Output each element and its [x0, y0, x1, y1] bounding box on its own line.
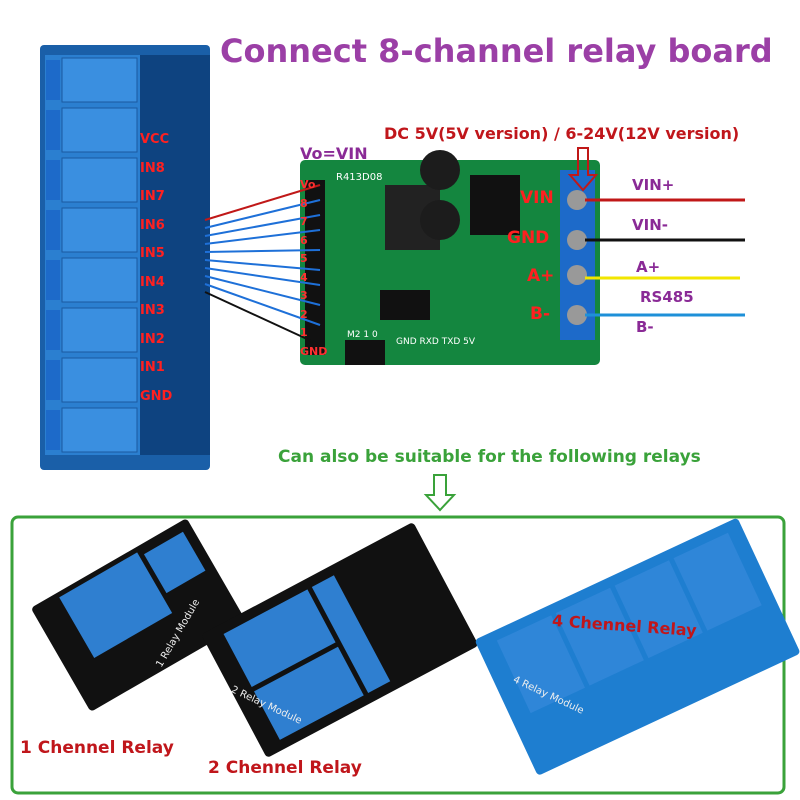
relay-terminal [46, 410, 60, 450]
header-pin: 1 [300, 326, 308, 339]
relay-terminal [46, 210, 60, 250]
signal-wires [204, 184, 321, 346]
suitable-text: Can also be suitable for the following r… [278, 447, 701, 467]
header-pin: 8 [300, 196, 308, 210]
relay-terminal [46, 60, 60, 100]
header-pin: Vo [300, 178, 316, 191]
relay-terminal [46, 160, 60, 200]
pin-gnd: GND [140, 388, 173, 404]
terminal-b: B- [530, 304, 551, 324]
vo-label: Vo=VIN [300, 144, 368, 163]
four-channel-relay-image [475, 518, 800, 775]
relay-pin-labels: VCC IN8 IN7 IN6 IN5 IN4 IN3 IN2 IN1 GND [140, 126, 172, 411]
power-arrow-icon [567, 147, 599, 192]
relay-body [61, 207, 138, 253]
relay-body [61, 307, 138, 353]
terminal-vin: VIN [520, 188, 554, 208]
pin-in4: IN4 [140, 274, 165, 290]
header-pin: 6 [300, 233, 308, 247]
relay-terminal [46, 360, 60, 400]
board-model: R413D08 [336, 172, 383, 183]
relay-body [61, 157, 138, 203]
header-pin: GND [300, 344, 328, 358]
terminal-gnd: GND [507, 228, 550, 248]
controller-board [300, 150, 600, 365]
header-pin: 7 [300, 215, 308, 228]
relay-body [61, 107, 138, 153]
wire-vin-minus: VIN- [632, 216, 668, 234]
relay-terminal [46, 260, 60, 300]
header-pin: 3 [300, 289, 308, 302]
wire-rs485: RS485 [640, 288, 694, 306]
power-note: DC 5V(5V version) / 6-24V(12V version) [384, 124, 740, 143]
relay-body [61, 257, 138, 303]
header-pin: 2 [300, 307, 308, 321]
pin-in2: IN2 [140, 331, 165, 347]
pin-in5: IN5 [140, 246, 165, 261]
pin-in6: IN6 [140, 217, 165, 233]
relay-terminal [46, 310, 60, 350]
relay-body [61, 357, 138, 403]
header-pin-labels: Vo 8 7 6 5 4 3 2 1 GND [300, 176, 327, 361]
eight-channel-relay-board [40, 45, 210, 470]
wire-b-minus: B- [636, 318, 654, 336]
page-title: Connect 8-channel relay board [220, 32, 773, 70]
relay-1-label: 1 Chennel Relay [20, 738, 174, 758]
relay-terminal [46, 110, 60, 150]
one-channel-relay-image [32, 519, 246, 711]
terminal-a: A+ [527, 266, 555, 286]
relay-body [61, 407, 138, 453]
two-channel-relay-image [202, 523, 478, 757]
pin-in8: IN8 [140, 160, 165, 176]
down-arrow-icon [423, 474, 457, 512]
pin-in7: IN7 [140, 189, 165, 204]
header-pin: 4 [300, 270, 308, 284]
wire-a-plus: A+ [636, 258, 661, 276]
relay-2-label: 2 Chennel Relay [208, 758, 362, 778]
pin-in3: IN3 [140, 303, 165, 318]
bottom-header-label: GND RXD TXD 5V [396, 337, 476, 347]
pin-vcc: VCC [140, 132, 170, 147]
relay-body [61, 57, 138, 103]
m-header-label: M2 1 0 [347, 330, 378, 340]
wire-vin-plus: VIN+ [632, 176, 675, 194]
header-pin: 5 [300, 252, 308, 265]
supply-wires [585, 198, 745, 317]
pin-in1: IN1 [140, 360, 165, 375]
